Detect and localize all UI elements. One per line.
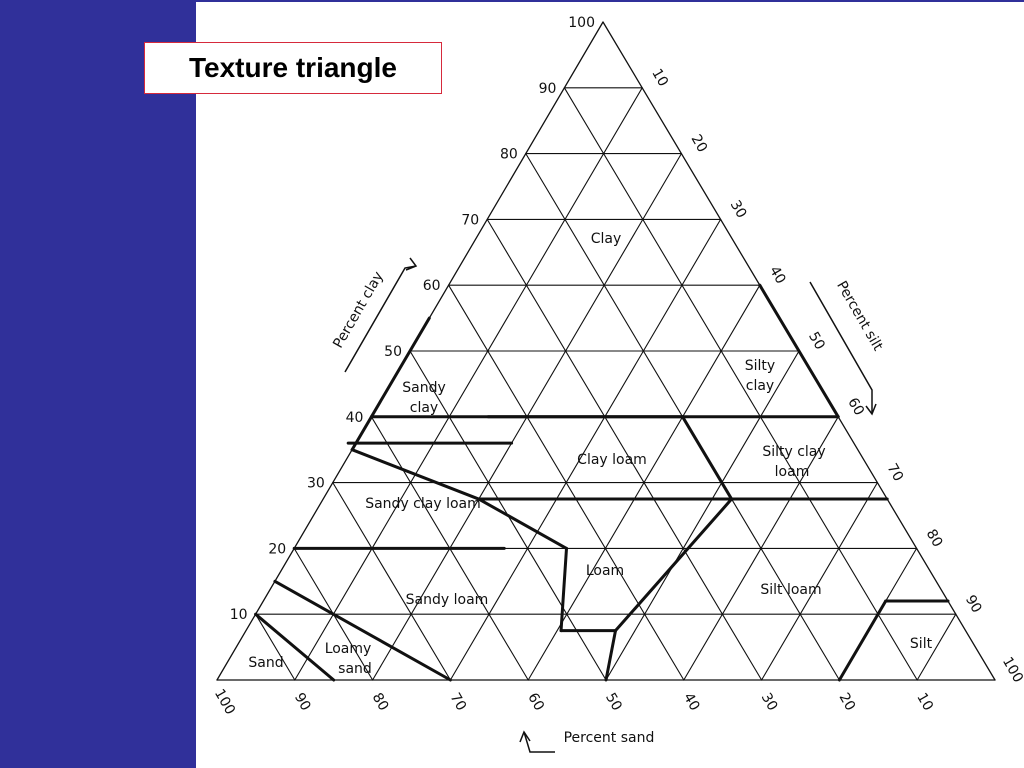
- region-label-silty-clay-loam: Silty clay: [762, 444, 825, 460]
- region-label-sand: Sand: [248, 655, 283, 671]
- grid-line-sand: [486, 218, 763, 681]
- silt-tick-label: 80: [923, 527, 946, 550]
- grid-line-silt: [761, 482, 878, 681]
- grid-line-silt: [916, 613, 957, 681]
- grid-line-sand: [563, 87, 918, 681]
- sand-tick-label: 40: [680, 690, 703, 713]
- region-label-silt: Silt: [910, 636, 933, 652]
- sand-tick-label: 10: [913, 690, 936, 713]
- sand-tick-label: 90: [291, 690, 314, 713]
- triangle-grid: [216, 21, 996, 681]
- region-label-loamy-sand: Loamy: [325, 641, 372, 657]
- class-boundary: [350, 448, 481, 501]
- silt-tick-label: 70: [883, 461, 906, 484]
- clay-tick-label: 100: [568, 15, 595, 31]
- silt-tick-label: 10: [648, 66, 671, 89]
- clay-tick-label: 10: [230, 607, 248, 623]
- title-box: Texture triangle: [144, 42, 442, 94]
- region-label-sandy-loam: Sandy loam: [406, 592, 489, 608]
- class-boundary: [350, 316, 431, 452]
- silt-tick-label: 50: [805, 329, 828, 352]
- region-label-silty-clay-loam: loam: [775, 464, 810, 480]
- class-boundary: [681, 415, 734, 501]
- grid-line-sand: [255, 613, 296, 681]
- clay-axis-arrow-icon: [344, 257, 418, 373]
- class-boundary: [837, 599, 888, 682]
- region-label-silty-clay: Silty: [745, 358, 775, 374]
- silt-tick-label: 20: [687, 132, 710, 155]
- grid-line-silt: [449, 218, 722, 681]
- sand-tick-label: 80: [369, 690, 392, 713]
- region-label-silty-clay: clay: [746, 378, 774, 394]
- axis-label-sand: Percent sand: [564, 730, 655, 746]
- region-label-sandy-clay: clay: [410, 400, 438, 416]
- clay-tick-label: 20: [268, 541, 286, 557]
- slide-sidebar: [0, 0, 196, 768]
- sand-tick-label: 60: [524, 690, 547, 713]
- region-label-sandy-clay: Sandy: [402, 380, 446, 396]
- slide-top-rule: [196, 0, 1024, 2]
- class-boundary: [758, 283, 840, 419]
- silt-tick-label: 90: [962, 592, 985, 615]
- clay-tick-label: 30: [307, 476, 325, 492]
- grid-line-silt: [605, 350, 800, 681]
- clay-tick-label: 50: [384, 344, 402, 360]
- class-boundary: [604, 629, 617, 682]
- class-boundary: [559, 546, 568, 633]
- clay-tick-label: 80: [500, 147, 518, 163]
- class-boundary: [614, 497, 734, 633]
- sand-tick-label: 70: [446, 690, 469, 713]
- sand-tick-label: 100: [211, 686, 238, 717]
- silt-tick-label: 100: [999, 654, 1024, 685]
- clay-tick-label: 60: [423, 278, 441, 294]
- class-boundary: [273, 579, 452, 682]
- sand-tick-label: 50: [602, 690, 625, 713]
- silt-tick-label: 30: [727, 198, 750, 221]
- clay-tick-label: 40: [346, 410, 364, 426]
- grid-line-silt: [294, 87, 643, 681]
- texture-class-boundaries: [254, 283, 950, 682]
- class-boundary: [477, 497, 568, 550]
- grid-line-silt: [683, 416, 839, 681]
- region-label-clay-loam: Clay loam: [577, 452, 647, 468]
- sand-tick-label: 30: [758, 690, 781, 713]
- region-label-clay: Clay: [591, 231, 622, 247]
- axis-label-clay: Percent clay: [330, 269, 387, 351]
- silt-axis-arrow-icon: [809, 281, 877, 416]
- class-boundary: [254, 612, 336, 682]
- sand-axis-arrow-icon: [519, 730, 555, 753]
- grid-line-sand: [332, 482, 451, 681]
- region-label-loam: Loam: [586, 563, 624, 579]
- sand-tick-label: 20: [835, 690, 858, 713]
- region-label-sandy-clay-loam: Sandy clay loam: [365, 496, 481, 512]
- texture-triangle-diagram: 100 90 80 70 60 50 40 30 20 10 10 20 30 40 50 60 70 80 90 1…: [211, 15, 1024, 753]
- silt-tick-label: 60: [844, 395, 867, 418]
- clay-tick-label: 70: [461, 212, 479, 228]
- clay-tick-label: 90: [539, 81, 557, 97]
- axis-label-silt: Percent silt: [833, 278, 886, 354]
- silt-tick-label: 40: [766, 263, 789, 286]
- region-label-loamy-sand: sand: [338, 661, 372, 677]
- region-label-silt-loam: Silt loam: [760, 582, 821, 598]
- slide-title: Texture triangle: [189, 52, 397, 83]
